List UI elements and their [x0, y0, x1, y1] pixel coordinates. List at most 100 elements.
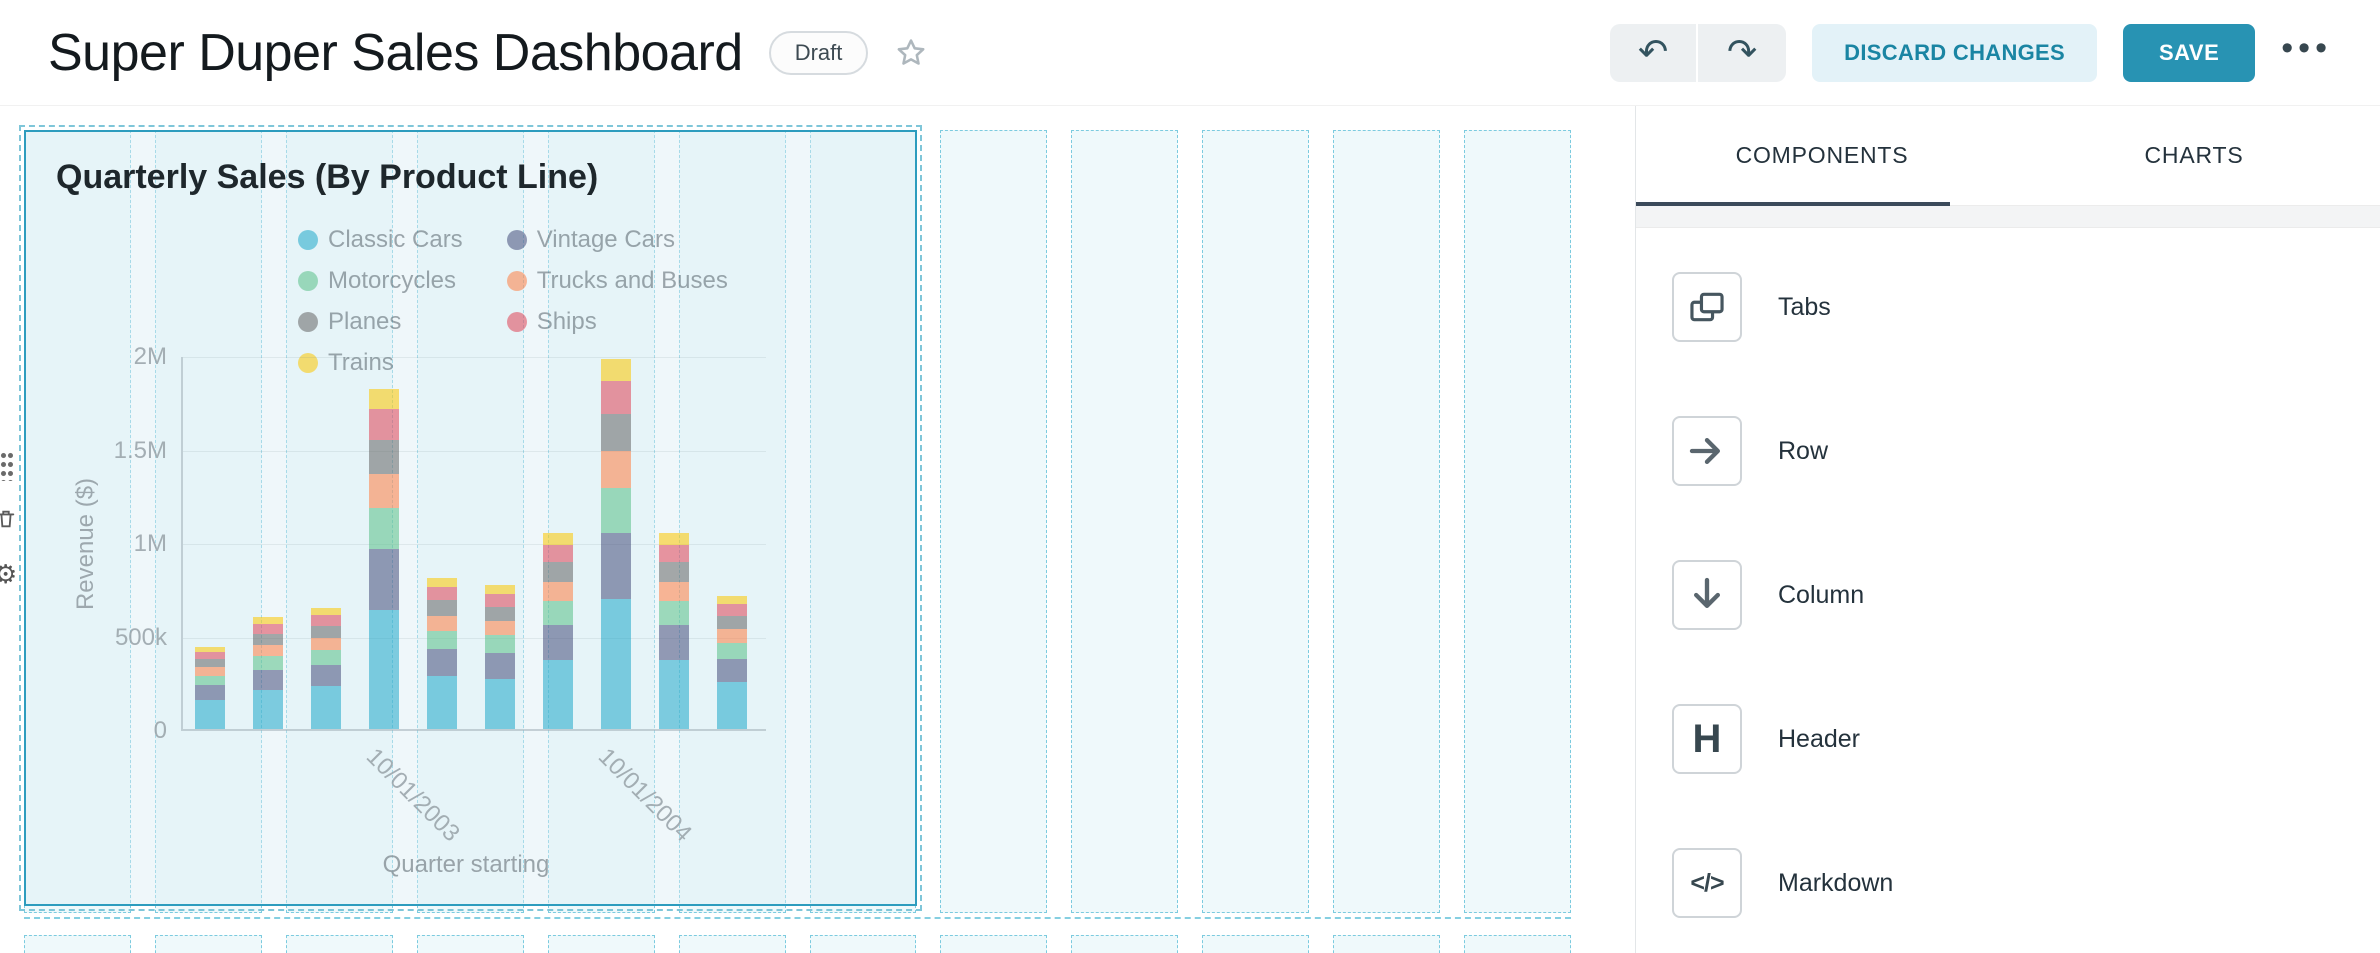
legend-item[interactable]: Vintage Cars: [506, 226, 728, 254]
grid-row-2: [24, 935, 1572, 953]
bar-segment: [369, 473, 399, 508]
stacked-bar: [195, 646, 225, 729]
grid-column: [1333, 130, 1441, 913]
legend-item[interactable]: Trucks and Buses: [506, 267, 728, 295]
chart-card[interactable]: Quarterly Sales (By Product Line) Classi…: [19, 125, 922, 911]
component-item-header[interactable]: H Header: [1672, 704, 2380, 774]
bar-segment: [601, 532, 631, 600]
sidebar-divider: [1636, 206, 2380, 228]
stacked-bar: [659, 532, 689, 729]
bar-segment: [485, 678, 515, 729]
undo-redo-group: ↶ ↷: [1610, 23, 1787, 82]
redo-button[interactable]: ↷: [1698, 24, 1786, 82]
undo-button[interactable]: ↶: [1610, 23, 1699, 82]
arrow-down-icon: [1672, 560, 1742, 630]
stacked-bar: [485, 585, 515, 729]
stacked-bar: [369, 388, 399, 729]
bar-segment: [369, 507, 399, 549]
bar-segment: [601, 381, 631, 415]
legend-dot: [298, 312, 318, 332]
bar-segment: [195, 651, 225, 660]
bar-segment: [485, 606, 515, 621]
component-label: Tabs: [1778, 292, 1831, 321]
bar-segment: [369, 439, 399, 474]
bar-segment: [543, 660, 573, 729]
component-list: Tabs Row Column: [1636, 228, 2380, 918]
page-title: Super Duper Sales Dashboard: [48, 23, 743, 82]
gridline: [183, 450, 766, 452]
bar-segment: [717, 682, 747, 729]
legend-dot: [506, 230, 527, 250]
bar-segment: [659, 581, 689, 602]
delete-icon[interactable]: [0, 507, 17, 536]
bar-segment: [195, 659, 225, 668]
chart-title: Quarterly Sales (By Product Line): [56, 158, 599, 196]
bar-segment: [659, 601, 689, 625]
legend-item[interactable]: Ships: [506, 308, 728, 336]
legend-item[interactable]: Planes: [298, 308, 463, 336]
bar-segment: [311, 607, 341, 615]
discard-changes-button[interactable]: DISCARD CHANGES: [1812, 23, 2097, 82]
bar-segment: [253, 623, 283, 634]
bar-segment: [601, 451, 631, 489]
bar-segment: [601, 488, 631, 533]
bar-segment: [253, 656, 283, 670]
component-label: Header: [1778, 724, 1860, 753]
tab-charts[interactable]: CHARTS: [2144, 142, 2244, 168]
redo-icon: ↷: [1727, 32, 1758, 73]
bar-segment: [253, 669, 283, 690]
legend-item[interactable]: Classic Cars: [298, 226, 463, 254]
overflow-menu-icon[interactable]: •••: [2281, 28, 2332, 67]
legend-dot: [298, 230, 318, 250]
bar-segment: [659, 532, 689, 545]
bar-segment: [253, 689, 283, 729]
row-hover-tools: ⚙: [0, 451, 18, 588]
legend-dot: [298, 353, 318, 373]
stacked-bar: [543, 532, 573, 729]
grid-column: [678, 130, 786, 913]
gear-icon[interactable]: ⚙: [0, 560, 18, 590]
favorite-star-icon[interactable]: [894, 36, 928, 70]
legend-item[interactable]: Motorcycles: [298, 267, 463, 295]
bar-segment: [253, 616, 283, 624]
component-item-row[interactable]: Row: [1672, 416, 2380, 486]
grid-column: [678, 935, 786, 953]
gridline: [183, 637, 766, 639]
stacked-bar: [253, 616, 283, 729]
grid-column: [285, 935, 393, 953]
bar-segment: [311, 686, 341, 729]
sidebar-tabs: COMPONENTS CHARTS: [1636, 106, 2380, 206]
grid-column: [24, 130, 131, 913]
bar-segment: [717, 596, 747, 605]
legend-item[interactable]: Trains: [298, 349, 463, 377]
grid-column: [1071, 935, 1179, 953]
bar-segment: [485, 593, 515, 607]
bar-segment: [311, 637, 341, 650]
gridline: [183, 544, 766, 545]
bar-segment: [195, 667, 225, 676]
bar-segment: [601, 414, 631, 452]
drag-handle-icon[interactable]: [0, 451, 13, 481]
bar-segment: [659, 660, 689, 729]
tabs-icon: [1672, 272, 1742, 342]
bar-segment: [311, 664, 341, 687]
grid-column: [1202, 130, 1310, 913]
x-tick-label: 10/01/2004: [592, 743, 697, 848]
y-tick-label: 2M: [133, 343, 167, 370]
component-item-column[interactable]: Column: [1672, 560, 2380, 630]
legend-label: Planes: [328, 308, 402, 335]
save-button[interactable]: SAVE: [2123, 23, 2256, 82]
bar-segment: [485, 635, 515, 653]
grid-column: [940, 935, 1048, 953]
tab-components[interactable]: COMPONENTS: [1636, 106, 2008, 206]
header-bar: Super Duper Sales Dashboard Draft ↶ ↷ DI…: [0, 0, 2380, 106]
component-item-markdown[interactable]: </> Markdown: [1672, 848, 2380, 918]
legend-label: Vintage Cars: [536, 226, 675, 253]
grid-column: [24, 935, 131, 953]
gridline: [183, 357, 766, 358]
stacked-bar: [427, 577, 457, 729]
component-item-tabs[interactable]: Tabs: [1672, 272, 2380, 342]
bar-segment: [427, 676, 457, 729]
grid-column: [940, 130, 1048, 913]
